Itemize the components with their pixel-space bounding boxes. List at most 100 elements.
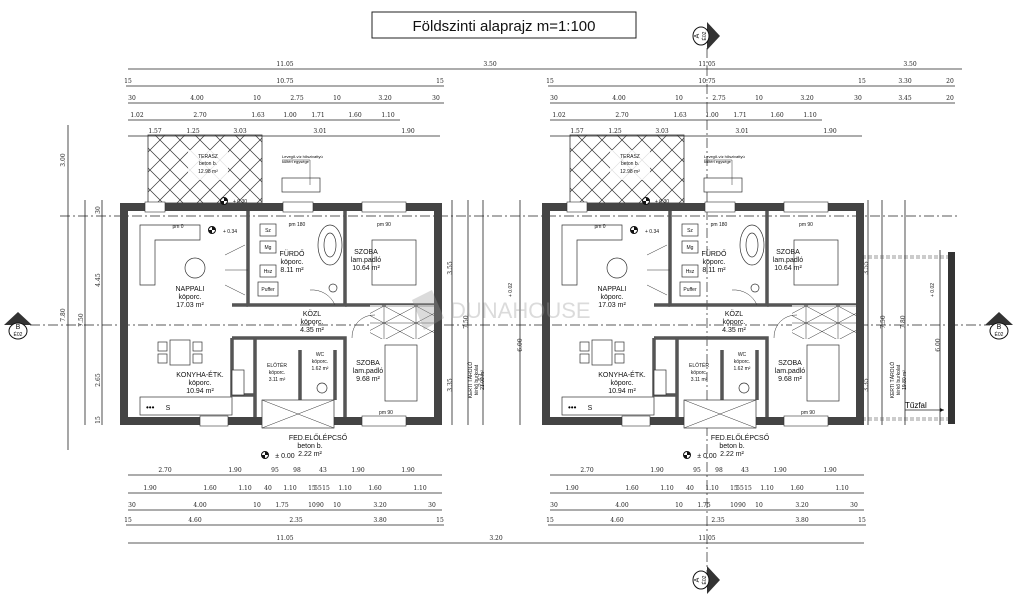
room-nappali: NAPPALI köporc. 17.03 m²: [597, 286, 626, 309]
svg-text:lam.padló: lam.padló: [353, 368, 383, 375]
dimension-label: 1.10: [381, 112, 395, 119]
dimension-label: 1.63: [673, 112, 687, 119]
dimension-label: 1.10: [413, 485, 427, 492]
section-marker-b-right: B É02: [985, 312, 1013, 340]
dimension-label: 1.90: [143, 485, 157, 492]
fixture-label: Sz: [265, 228, 271, 234]
room-wc: WC köporc. 1.62 m²: [312, 352, 329, 372]
svg-text:8.11 m²: 8.11 m²: [702, 267, 726, 274]
svg-text:± 0.00: ± 0.00: [275, 453, 295, 460]
title-text: Földszinti alaprajz m=1:100: [412, 18, 595, 35]
dimension-label: 10.75: [276, 78, 293, 85]
room-furdo: FÜRDŐ köporc. 8.11 m²: [702, 249, 727, 274]
svg-text:1.62 m²: 1.62 m²: [312, 366, 329, 372]
svg-text:+ 0.30: + 0.30: [233, 199, 247, 205]
dimension-label: 2.53: [478, 373, 485, 387]
level-markers: + 0.30 + 0.34 ± 0.00 + 0.02: [630, 197, 936, 460]
dimension-label: 1.90: [401, 128, 415, 135]
room-name: TERASZ: [198, 154, 218, 160]
dimension-label: 10: [675, 95, 683, 102]
svg-text:2.22 m²: 2.22 m²: [720, 451, 744, 458]
dimension-label: 11.05: [698, 535, 715, 542]
dimension-label: 1.90: [823, 128, 837, 135]
dimension-label: 1.75: [275, 502, 289, 509]
dimension-label: 2.65: [95, 373, 102, 387]
dimension-label: 90: [316, 502, 324, 509]
svg-text:4.35 m²: 4.35 m²: [300, 327, 324, 334]
sill-label: pm 180: [289, 222, 306, 228]
dimension-label: 1.10: [835, 485, 849, 492]
dimension-label: 2.75: [290, 95, 304, 102]
dimension-label: 3.20: [795, 502, 809, 509]
dimension-label: 1.25: [186, 128, 200, 135]
svg-text:köporc.: köporc.: [269, 370, 285, 376]
garden-storage-right: Tűzfal: [862, 252, 955, 424]
windows: [566, 201, 829, 427]
dimension-label: 1.10: [660, 485, 674, 492]
heat-pump-unit: [703, 177, 743, 193]
room-szoba-1: SZOBA lam.padló 10.64 m²: [773, 249, 803, 272]
svg-text:2.22 m²: 2.22 m²: [298, 451, 322, 458]
dimension-label: 7.80: [900, 315, 907, 329]
dimension-label: 55: [314, 485, 322, 492]
dimension-label: 20: [946, 78, 954, 85]
svg-text:± 0.00: ± 0.00: [697, 453, 717, 460]
svg-text:A: A: [694, 33, 701, 38]
dimension-label: 4.00: [190, 95, 204, 102]
dimension-label: 1.60: [790, 485, 804, 492]
dimension-label: 2.70: [615, 112, 629, 119]
svg-text:NAPPALI: NAPPALI: [175, 286, 204, 293]
dimension-label: 1.00: [283, 112, 297, 119]
dimension-label: 95: [271, 467, 279, 474]
dimension-label: 15: [546, 517, 554, 524]
room-floor: beton b.: [199, 161, 217, 167]
svg-text:KÖZL: KÖZL: [725, 310, 743, 318]
dimension-label: 30: [95, 206, 102, 214]
dimension-label: 2.70: [158, 467, 172, 474]
svg-text:FED.ELŐLÉPCSŐ: FED.ELŐLÉPCSŐ: [711, 433, 770, 442]
fixture-label: Puffer: [683, 287, 697, 293]
svg-text:ELŐTÉR: ELŐTÉR: [689, 362, 709, 369]
svg-text:KERTI TÁROLÓ: KERTI TÁROLÓ: [467, 362, 474, 399]
room-furdo: FÜRDŐ köporc. 8.11 m²: [280, 249, 305, 274]
svg-text:köporc.: köporc.: [301, 319, 324, 326]
dimension-label: 3.01: [735, 128, 748, 135]
sill-label: pm 180: [711, 222, 728, 228]
dimension-label: 1.10: [238, 485, 252, 492]
svg-text:+ 0.02: + 0.02: [508, 283, 514, 297]
technical-fixtures: Sz Mg Hsz Puffer S •••: [146, 223, 279, 412]
dimension-label: 15: [124, 78, 132, 85]
svg-text:SZOBA: SZOBA: [356, 360, 380, 367]
dimension-label: 3.55: [447, 261, 454, 275]
section-marker-a-bottom: A É02: [692, 566, 720, 594]
dimension-label: 7.50: [463, 315, 470, 329]
dimension-label: 4.60: [188, 517, 202, 524]
dimension-label: 1.90: [565, 485, 579, 492]
drawing-title: Földszinti alaprajz m=1:100: [371, 11, 637, 39]
dimension-label: 10: [755, 95, 763, 102]
dimension-label: 11.05: [276, 535, 293, 542]
dimension-label: 2.35: [711, 517, 725, 524]
dimension-label: 30: [128, 95, 136, 102]
svg-text:É02: É02: [701, 31, 708, 40]
dimension-label: 1.10: [338, 485, 352, 492]
dimension-label: 1.90: [351, 467, 365, 474]
sill-label: pm 0: [594, 224, 605, 230]
dimension-label: 1.90: [228, 467, 242, 474]
dimension-label: 10: [253, 502, 261, 509]
dimension-label: 30: [128, 502, 136, 509]
dimension-label: 15: [858, 78, 866, 85]
svg-text:4.35 m²: 4.35 m²: [722, 327, 746, 334]
room-area: 12.98 m²: [620, 169, 640, 175]
section-marker-a-top: A É02: [692, 22, 720, 50]
dimension-label: 3.50: [483, 61, 497, 68]
svg-text:9.68 m²: 9.68 m²: [356, 376, 380, 383]
svg-text:köporc.: köporc.: [312, 359, 328, 365]
dimension-label: 3.00: [60, 153, 67, 167]
dimension-label: 10: [308, 502, 316, 509]
dimension-label: 4.00: [615, 502, 629, 509]
dimension-label: 30: [854, 95, 862, 102]
room-kozl: KÖZL köporc. 4.35 m²: [722, 310, 746, 334]
room-kerti-tarolo: KERTI TÁROLÓ térkő burkolat 21.00 m²: [467, 362, 486, 399]
